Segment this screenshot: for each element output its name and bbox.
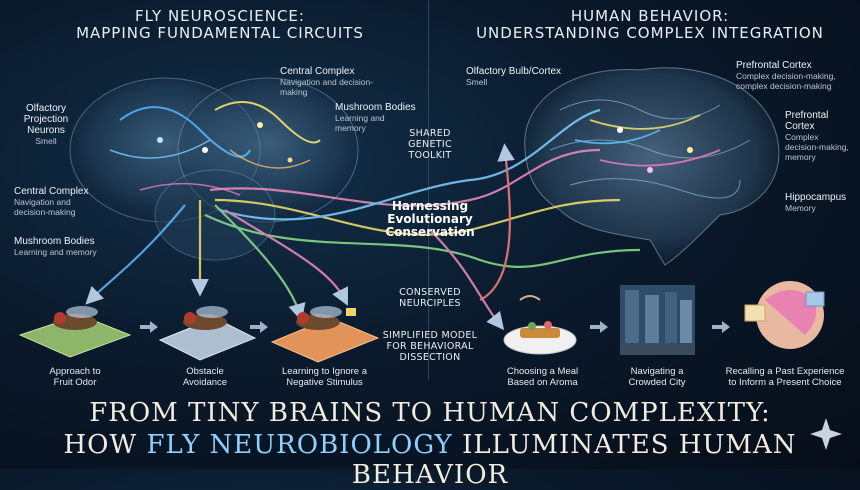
- label-sub: decision-making,: [785, 142, 849, 152]
- fly-label-olfactory: Olfactory Projection Neurons Smell: [6, 103, 86, 146]
- label-sub: Smell: [35, 136, 57, 146]
- label-sub: Smell: [466, 77, 488, 87]
- center-line: SHARED: [409, 128, 451, 139]
- title-pre: HOW: [63, 430, 147, 460]
- caption-line: Avoidance: [182, 377, 228, 388]
- center-line: CONSERVED: [399, 287, 461, 298]
- right-heading-line2: UNDERSTANDING COMPLEX INTEGRATION: [476, 24, 824, 42]
- caption-obstacle: Obstacle Avoidance: [160, 366, 250, 388]
- left-heading: FLY NEUROSCIENCE: MAPPING FUNDAMENTAL CI…: [30, 8, 410, 42]
- right-heading-line1: HUMAN BEHAVIOR:: [570, 7, 730, 25]
- label-title: Mushroom Bodies: [335, 102, 416, 113]
- caption-line: Based on Aroma: [507, 377, 578, 388]
- label-sub: Learning and: [335, 113, 385, 123]
- human-label-olfactory: Olfactory Bulb/Cortex Smell: [466, 66, 586, 87]
- fly-label-central-complex-top: Central Complex Navigation and decision-…: [280, 66, 390, 97]
- caption-city: Navigating a Crowded City: [612, 366, 702, 388]
- center-line: SIMPLIFIED MODEL: [382, 330, 478, 341]
- fly-brain: [69, 77, 359, 261]
- label-line: Projection: [23, 114, 69, 125]
- caption-fruit-odor: Approach to Fruit Odor: [30, 366, 120, 388]
- conservation-arrows: [85, 108, 641, 331]
- conserved-principles: CONSERVED NEURCIPLES: [380, 287, 480, 309]
- center-line: Evolutionary: [387, 212, 473, 226]
- main-title-line1: FROM TINY BRAINS TO HUMAN COMPLEXITY:: [89, 398, 771, 428]
- label-sub: Learning and memory: [14, 247, 97, 257]
- shared-genetic-toolkit: SHARED GENETIC TOOLKIT: [385, 128, 475, 161]
- fly-scene-obstacle: [158, 306, 257, 361]
- right-heading: HUMAN BEHAVIOR: UNDERSTANDING COMPLEX IN…: [450, 8, 850, 42]
- center-line: DISSECTION: [399, 352, 461, 363]
- label-title: Prefrontal Cortex: [785, 110, 829, 132]
- center-line: FOR BEHAVIORAL: [386, 341, 474, 352]
- center-line: Harnessing: [391, 199, 469, 213]
- caption-line: Negative Stimulus: [286, 377, 363, 388]
- label-sub: Complex decision-making,: [736, 71, 836, 81]
- caption-line: Fruit Odor: [53, 377, 97, 388]
- human-label-hippocampus: Hippocampus Memory: [785, 192, 855, 213]
- label-title: Central Complex: [280, 66, 355, 77]
- label-title: Olfactory Bulb/Cortex: [466, 66, 562, 77]
- label-title: Prefrontal Cortex: [736, 60, 812, 71]
- caption-line: Choosing a Meal: [506, 366, 579, 377]
- sparkle-icon: [810, 418, 842, 450]
- caption-negative-stimulus: Learning to Ignore a Negative Stimulus: [262, 366, 387, 388]
- caption-meal: Choosing a Meal Based on Aroma: [495, 366, 590, 388]
- caption-line: Approach to: [49, 366, 101, 377]
- center-line: TOOLKIT: [408, 150, 452, 161]
- caption-line: Navigating a: [630, 366, 684, 377]
- fly-label-mushroom-bodies-left: Mushroom Bodies Learning and memory: [14, 236, 124, 257]
- title-highlight: FLY NEUROBIOLOGY: [146, 430, 453, 460]
- fly-scene-fruit-odor: [18, 306, 132, 358]
- label-sub: memory: [335, 123, 366, 133]
- caption-line: Obstacle: [186, 366, 224, 377]
- harnessing-evolutionary-conservation: Harnessing Evolutionary Conservation: [372, 200, 488, 239]
- label-sub: Memory: [785, 203, 816, 213]
- human-scene-memory: [744, 281, 825, 349]
- fly-scene-negative: [270, 306, 380, 363]
- label-title: Mushroom Bodies: [14, 236, 95, 247]
- human-scene-meal: [503, 295, 577, 355]
- caption-line: Crowded City: [628, 377, 686, 388]
- caption-line: to Inform a Present Choice: [728, 377, 842, 388]
- main-title-line2: HOW FLY NEUROBIOLOGY ILLUMINATES HUMAN B…: [0, 430, 860, 490]
- center-divider: [428, 0, 429, 380]
- simplified-model: SIMPLIFIED MODEL FOR BEHAVIORAL DISSECTI…: [375, 330, 485, 363]
- human-brain: [524, 67, 780, 266]
- human-scene-city: [620, 285, 695, 355]
- human-label-prefrontal-1: Prefrontal Cortex Complex decision-makin…: [736, 60, 856, 91]
- human-label-prefrontal-2: Prefrontal Cortex Complex decision-makin…: [785, 110, 857, 162]
- label-line: Olfactory: [25, 103, 66, 114]
- label-line: Neurons: [27, 125, 65, 136]
- scene-arrows: [140, 321, 730, 333]
- label-sub: memory: [785, 152, 816, 162]
- center-line: GENETIC: [408, 139, 452, 150]
- diagram-artwork: [18, 0, 842, 450]
- left-heading-line2: MAPPING FUNDAMENTAL CIRCUITS: [76, 24, 364, 42]
- left-heading-line1: FLY NEUROSCIENCE:: [135, 7, 305, 25]
- caption-memory: Recalling a Past Experience to Inform a …: [715, 366, 855, 388]
- label-title: Hippocampus: [785, 192, 847, 203]
- caption-line: Recalling a Past Experience: [725, 366, 845, 377]
- label-sub: complex decision-making: [736, 81, 832, 91]
- label-sub: Complex: [785, 132, 819, 142]
- label-sub: Navigation and: [14, 197, 71, 207]
- fly-label-central-complex-left: Central Complex Navigation and decision-…: [14, 186, 109, 217]
- label-sub: Navigation and decision-making: [280, 77, 374, 97]
- center-line: Conservation: [385, 225, 475, 239]
- center-line: NEURCIPLES: [399, 298, 461, 309]
- label-title: Central Complex: [14, 186, 89, 197]
- label-sub: decision-making: [14, 207, 76, 217]
- caption-line: Learning to Ignore a: [281, 366, 368, 377]
- fly-label-mushroom-bodies-top: Mushroom Bodies Learning and memory: [335, 102, 425, 133]
